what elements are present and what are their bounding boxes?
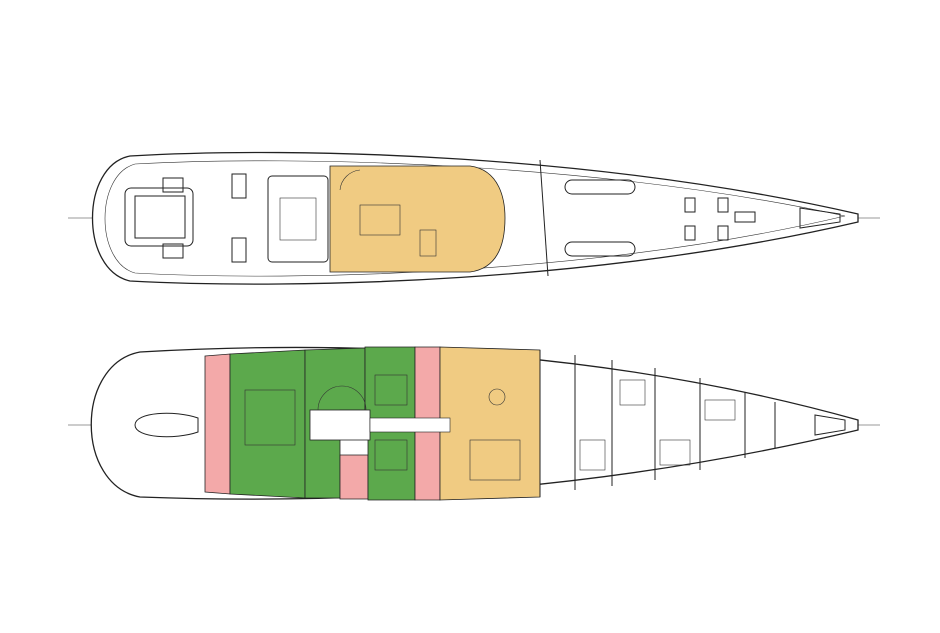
aft-hatch bbox=[124, 187, 194, 247]
companionway-stair bbox=[339, 169, 361, 191]
spiral-stair bbox=[317, 385, 367, 411]
guest-bed-1 bbox=[374, 374, 408, 406]
anchor-locker bbox=[734, 211, 756, 223]
helm-port bbox=[162, 177, 184, 193]
fore-hatch-port bbox=[564, 179, 636, 195]
passage bbox=[369, 417, 451, 433]
corridor bbox=[309, 409, 371, 441]
bow-fitting bbox=[814, 414, 846, 436]
guest-bathroom-zone-1 bbox=[339, 454, 369, 500]
skylight-1 bbox=[684, 197, 696, 213]
winch-port bbox=[231, 173, 247, 199]
owner-cabin-zone bbox=[229, 349, 306, 499]
skylight-2 bbox=[684, 225, 696, 241]
skylight-3 bbox=[717, 197, 729, 213]
skylight-4 bbox=[717, 225, 729, 241]
deckhouse-sofa bbox=[359, 204, 401, 236]
main-deck-inner-bulwark bbox=[104, 160, 846, 277]
bow-windlass bbox=[799, 207, 841, 229]
main-deck-plan bbox=[68, 151, 880, 285]
winch-starboard bbox=[231, 237, 247, 263]
cockpit-table bbox=[279, 197, 317, 241]
owner-bed bbox=[244, 389, 296, 446]
crew-area bbox=[539, 350, 776, 497]
aft-sunpad bbox=[134, 195, 186, 239]
nav-station bbox=[419, 229, 437, 257]
guest-bed-2 bbox=[374, 439, 408, 471]
saloon-zone bbox=[439, 346, 541, 501]
fore-hatch-starboard bbox=[564, 241, 636, 257]
saloon-sofa bbox=[469, 439, 521, 481]
tender-garage bbox=[134, 412, 199, 438]
helm-starboard bbox=[162, 243, 184, 259]
saloon-table bbox=[488, 388, 506, 406]
deckhouse-zone bbox=[329, 165, 506, 273]
aft-bathroom-zone bbox=[204, 353, 231, 495]
lower-deck-plan bbox=[68, 346, 880, 501]
mast-line bbox=[539, 159, 549, 277]
cockpit-area bbox=[267, 175, 329, 263]
